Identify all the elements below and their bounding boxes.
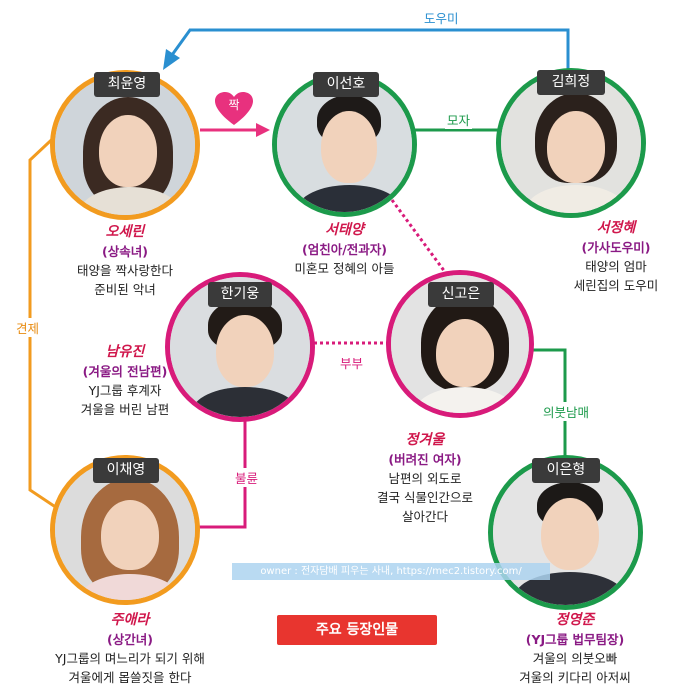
eun-name: 이은형: [532, 458, 600, 483]
eun-desc-2: 겨울의 키다리 아저씨: [519, 670, 631, 685]
affair-label: 불륜: [233, 468, 261, 487]
shin-desc-2: 결국 식물인간으로: [377, 490, 473, 505]
eun-portrait: [488, 455, 643, 610]
choi-role: 오세린 (상속녀) 태양을 짝사랑한다 준비된 악녀: [40, 222, 210, 299]
mother-son-label: 모자: [445, 110, 473, 129]
choi-desc-1: 태양을 짝사랑한다: [77, 263, 173, 278]
eun-desc-1: 겨울의 의붓오빠: [532, 651, 618, 666]
han-desc-1: YJ그룹 후계자: [88, 383, 162, 398]
shin-role: 정겨울 (버려진 여자) 남편의 외도로 결국 식물인간으로 살아간다: [345, 430, 505, 526]
chae-desc-1: YJ그룹의 며느리가 되기 위해: [55, 651, 205, 666]
affair-line: [198, 412, 247, 529]
han-desc-2: 겨울을 버린 남편: [80, 402, 170, 417]
lee-portrait: [272, 72, 417, 217]
crush-arrowhead: [256, 123, 270, 137]
eun-drama-name: 정영준: [555, 612, 595, 628]
lee-name: 이선호: [313, 72, 379, 97]
han-name: 한기웅: [208, 282, 272, 307]
owner-credit: owner : 전자담배 피우는 사내, https://mec2.tistor…: [232, 563, 550, 580]
chae-drama-name: 주애라: [110, 612, 150, 628]
han-portrait: [165, 272, 315, 422]
helper-label: 도우미: [422, 8, 461, 27]
chae-portrait: [50, 455, 200, 605]
rivals-label: 견제: [14, 318, 42, 337]
kim-role: 서정혜 (가사도우미) 태양의 엄마 세린집의 도우미: [541, 218, 691, 295]
shin-desc-3: 살아간다: [401, 509, 448, 524]
han-tag: (겨울의 전남편): [82, 364, 168, 379]
han-role: 남유진 (겨울의 전남편) YJ그룹 후계자 겨울을 버린 남편: [55, 342, 195, 419]
chae-role: 주애라 (상간녀) YJ그룹의 며느리가 되기 위해 겨울에게 몹쓸짓을 한다: [15, 610, 245, 687]
helper-arrowhead: [163, 49, 180, 70]
crush-label: 짝: [228, 98, 239, 112]
lee-role: 서태양 (엄친아/전과자) 미혼모 정혜의 아들: [262, 220, 427, 278]
eun-tag: (YJ그룹 법무팀장): [525, 632, 625, 647]
lee-desc-1: 미혼모 정혜의 아들: [294, 261, 395, 276]
spouses-label: 부부: [338, 353, 366, 372]
shin-tag: (버려진 여자): [388, 452, 462, 467]
chae-desc-2: 겨울에게 몹쓸짓을 한다: [68, 670, 192, 685]
choi-drama-name: 오세린: [105, 224, 145, 240]
helper-line: [170, 28, 570, 70]
lee-shin-dotted: [390, 199, 447, 273]
lee-drama-name: 서태양: [325, 222, 364, 238]
chae-name: 이채영: [93, 458, 159, 483]
lee-tag: (엄친아/전과자): [302, 242, 387, 257]
han-drama-name: 남유진: [105, 344, 145, 360]
heart-icon: 짝: [215, 92, 253, 125]
kim-name: 김희정: [537, 70, 605, 95]
shin-desc-1: 남편의 외도로: [388, 471, 462, 486]
choi-tag: (상속녀): [102, 244, 148, 259]
kim-tag: (가사도우미): [581, 240, 651, 255]
chae-tag: (상간녀): [107, 632, 153, 647]
shin-portrait: [386, 270, 534, 418]
kim-desc-1: 태양의 엄마: [585, 259, 647, 274]
shin-drama-name: 정겨울: [405, 432, 445, 448]
step-siblings-label: 의붓남매: [541, 402, 592, 421]
eun-role: 정영준 (YJ그룹 법무팀장) 겨울의 의붓오빠 겨울의 키다리 아저씨: [485, 610, 665, 687]
kim-drama-name: 서정혜: [596, 220, 636, 236]
choi-desc-2: 준비된 악녀: [94, 282, 156, 297]
kim-desc-2: 세린집의 도우미: [573, 278, 659, 293]
choi-name: 최윤영: [94, 72, 160, 97]
main-characters-title: 주요 등장인물: [277, 615, 437, 645]
shin-name: 신고은: [428, 282, 494, 307]
